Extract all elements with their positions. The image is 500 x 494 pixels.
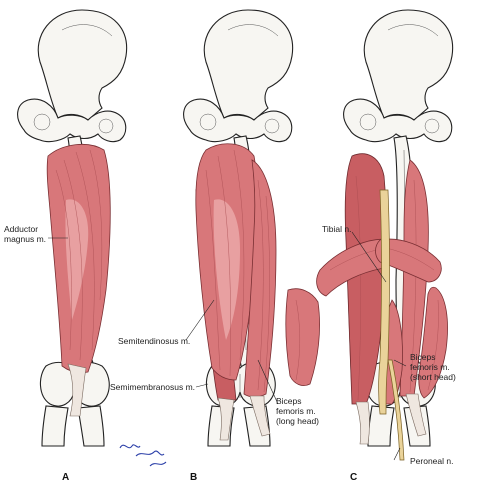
- semitendinosus-muscle: [195, 143, 259, 381]
- panel-letter-b: B: [190, 472, 197, 483]
- label-adductor-magnus-1: Adductor: [4, 224, 38, 234]
- label-biceps-short-3: (short head): [410, 372, 456, 382]
- label-tibial-nerve: Tibial n.: [322, 224, 351, 234]
- panel-b-tendons: [217, 395, 271, 441]
- label-semimembranosus: Semimembranosus m.: [110, 382, 195, 392]
- label-biceps-short-2: femoris m.: [410, 362, 450, 372]
- peroneal-nerve: [387, 359, 405, 461]
- reflected-biceps-long-head-muscle: [375, 238, 448, 399]
- panel-letter-c: C: [350, 472, 357, 483]
- sciatic-tibial-nerve: [378, 189, 390, 415]
- label-semitendinosus: Semitendinosus m.: [118, 336, 190, 346]
- panel-c-tendons: [355, 393, 427, 445]
- leader-lines: [48, 231, 407, 461]
- label-biceps-short-1: Biceps: [410, 352, 436, 362]
- adductor-magnus-muscle: [46, 143, 111, 417]
- label-biceps-long-1: Biceps: [276, 396, 302, 406]
- panel-letter-a: A: [62, 472, 69, 483]
- artist-signature: [119, 444, 167, 467]
- label-peroneal-nerve: Peroneal n.: [410, 456, 453, 466]
- label-biceps-long-2: femoris m.: [276, 406, 316, 416]
- label-biceps-long-3: (long head): [276, 416, 319, 426]
- label-adductor-magnus-2: magnus m.: [4, 234, 46, 244]
